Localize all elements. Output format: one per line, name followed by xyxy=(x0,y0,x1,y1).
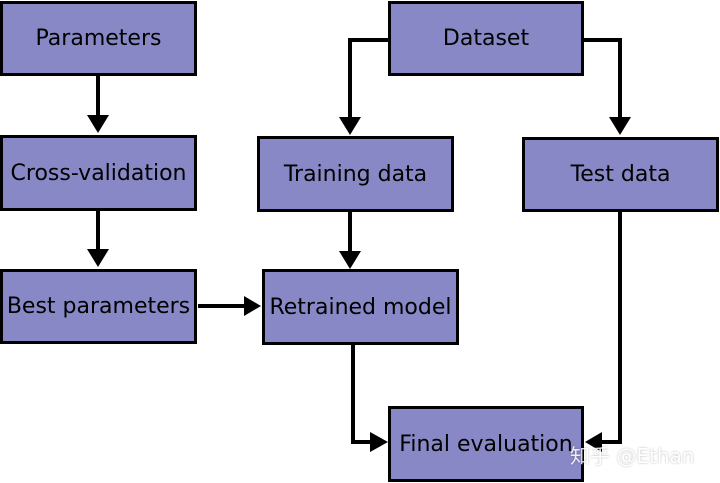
arrowhead-final-evaluation-right xyxy=(585,432,602,452)
arrowhead-retrained-model-top xyxy=(339,251,361,269)
arrowhead-cross-validation xyxy=(87,115,109,133)
edge-dataset-to-training-data xyxy=(348,38,388,122)
edge-dataset-to-test-data xyxy=(584,38,622,122)
node-retrained-model: Retrained model xyxy=(262,269,459,345)
node-final-evaluation-label: Final evaluation xyxy=(399,431,573,457)
node-test-data-label: Test data xyxy=(570,162,671,187)
node-cross-validation: Cross-validation xyxy=(0,135,197,211)
arrowhead-final-evaluation-left xyxy=(370,432,388,452)
node-final-evaluation: Final evaluation xyxy=(388,406,584,482)
edge-test-data-to-final-evaluation xyxy=(598,212,622,444)
node-parameters-label: Parameters xyxy=(35,26,162,51)
arrowhead-test-data xyxy=(609,117,631,135)
node-parameters: Parameters xyxy=(0,1,197,76)
node-test-data: Test data xyxy=(522,137,719,212)
node-dataset: Dataset xyxy=(388,1,584,76)
node-cross-validation-label: Cross-validation xyxy=(10,160,187,186)
node-best-parameters-label: Best parameters xyxy=(6,294,191,319)
arrowhead-best-parameters xyxy=(87,249,109,267)
arrowhead-retrained-model-left xyxy=(244,296,261,316)
watermark-text: 知乎 @Ethan xyxy=(570,444,695,468)
edge-retrained-model-to-final-evaluation xyxy=(351,345,374,444)
node-retrained-model-label: Retrained model xyxy=(269,294,452,320)
node-training-data: Training data xyxy=(257,136,454,212)
node-dataset-label: Dataset xyxy=(442,26,530,51)
node-best-parameters: Best parameters xyxy=(0,269,197,344)
node-training-data-label: Training data xyxy=(283,161,428,187)
arrowhead-training-data xyxy=(339,117,361,135)
